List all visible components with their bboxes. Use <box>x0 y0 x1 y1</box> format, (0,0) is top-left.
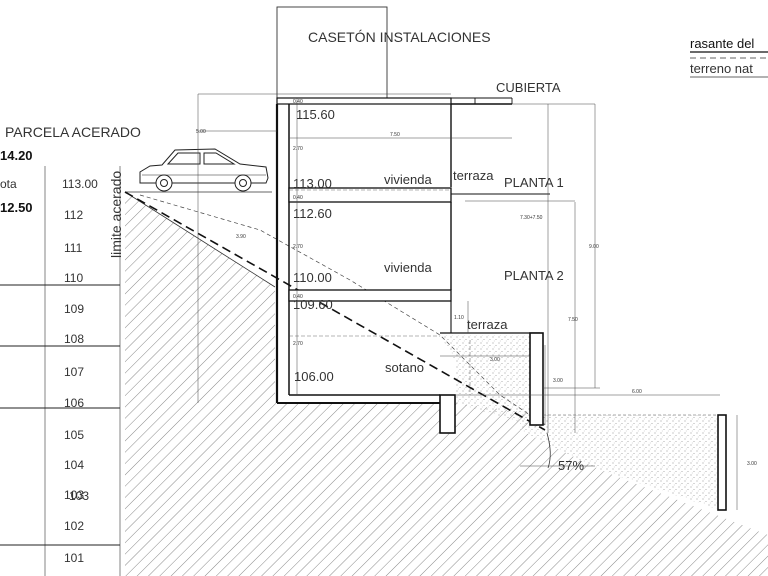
level-planta-2: PLANTA 2 <box>504 268 564 283</box>
dim-0-40-a: 0.40 <box>293 99 303 105</box>
dim-2-70-c: 2.70 <box>293 341 303 347</box>
scale-tick: 110 <box>64 271 83 285</box>
room-vivienda-1: vivienda <box>384 172 432 187</box>
cota-label: ota <box>0 177 17 191</box>
dim-3-00-a: 3.00 <box>490 357 500 363</box>
dim-3-00-b: 3.00 <box>553 378 563 384</box>
legend: rasante del terreno nat <box>690 36 768 78</box>
dim-7-50: 7.50 <box>390 132 400 138</box>
elevation-113: 113.00 <box>293 176 332 191</box>
room-vivienda-2: vivienda <box>384 260 432 275</box>
dim-2-70-a: 2.70 <box>293 146 303 152</box>
dim-3-90: 3.90 <box>236 234 246 240</box>
level-cubierta: CUBIERTA <box>496 80 561 95</box>
dim-1-10: 1.10 <box>454 315 464 321</box>
room-sotano: sotano <box>385 360 424 375</box>
scale-tick: 111 <box>64 241 83 255</box>
legend-terreno: terreno nat <box>690 61 753 76</box>
gravel-fill-garden <box>520 415 720 510</box>
level-terraza-2: terraza <box>467 317 508 332</box>
scale-tick: 102 <box>64 519 84 533</box>
dim-5-00: 5.00 <box>196 129 206 135</box>
caseton-box <box>276 6 388 99</box>
dim-6-00: 6.00 <box>632 389 642 395</box>
level-terraza-1: terraza <box>453 168 494 183</box>
scale-tick: 105 <box>64 428 84 442</box>
elevation-110: 110.00 <box>293 270 332 285</box>
cota-value: 12.50 <box>0 200 33 215</box>
scale-tick: 101 <box>64 551 84 565</box>
scale-tick: 107 <box>64 365 84 379</box>
dim-9-00: 9.00 <box>589 244 599 250</box>
scale-tick: 104 <box>64 458 84 472</box>
earth-section <box>125 192 768 576</box>
scale-tick-overlap: 103 <box>69 489 89 503</box>
dim-3-00-c: 3.00 <box>747 461 757 467</box>
dimension-lines <box>197 93 738 510</box>
scale-tick: 106 <box>64 396 84 410</box>
elevation-112: 112.60 <box>293 206 332 221</box>
scale-tick: 112 <box>64 208 83 222</box>
natural-terrain-line <box>124 191 276 288</box>
dim-0-40-c: 0.40 <box>293 294 303 300</box>
slope-angle-arc <box>546 432 551 469</box>
dim-0-40-b: 0.40 <box>293 195 303 201</box>
parcela-label: PARCELA ACERADO <box>5 124 141 140</box>
scale-tick: 108 <box>64 332 84 346</box>
slope-line-dashed <box>124 191 546 431</box>
elevation-scale: 113.00 112 111 110 109 108 107 106 105 1… <box>0 166 121 576</box>
scale-tick: 109 <box>64 302 84 316</box>
dim-7-50-v: 7.50 <box>568 317 578 323</box>
elevation-106: 106.00 <box>294 369 334 384</box>
scale-tick: 113.00 <box>62 177 98 191</box>
parcela-value: 14.20 <box>0 148 33 163</box>
caseton-title: CASETÓN INSTALACIONES <box>308 29 491 45</box>
slope-label: 57% <box>558 458 584 473</box>
level-planta-1: PLANTA 1 <box>504 175 564 190</box>
elevation-109: 109.60 <box>293 297 333 312</box>
terrain-line-dashed <box>139 194 546 426</box>
legend-rasante: rasante del <box>690 36 754 51</box>
dim-7-30-7-50: 7.30+7.50 <box>520 215 543 221</box>
elevation-115: 115.60 <box>296 107 335 122</box>
building-structure <box>275 97 727 511</box>
limite-acerado-label: limite acerado <box>108 171 124 258</box>
car-icon <box>139 148 269 192</box>
dim-2-70-b: 2.70 <box>293 244 303 250</box>
scale-tick: 103 <box>64 488 84 502</box>
